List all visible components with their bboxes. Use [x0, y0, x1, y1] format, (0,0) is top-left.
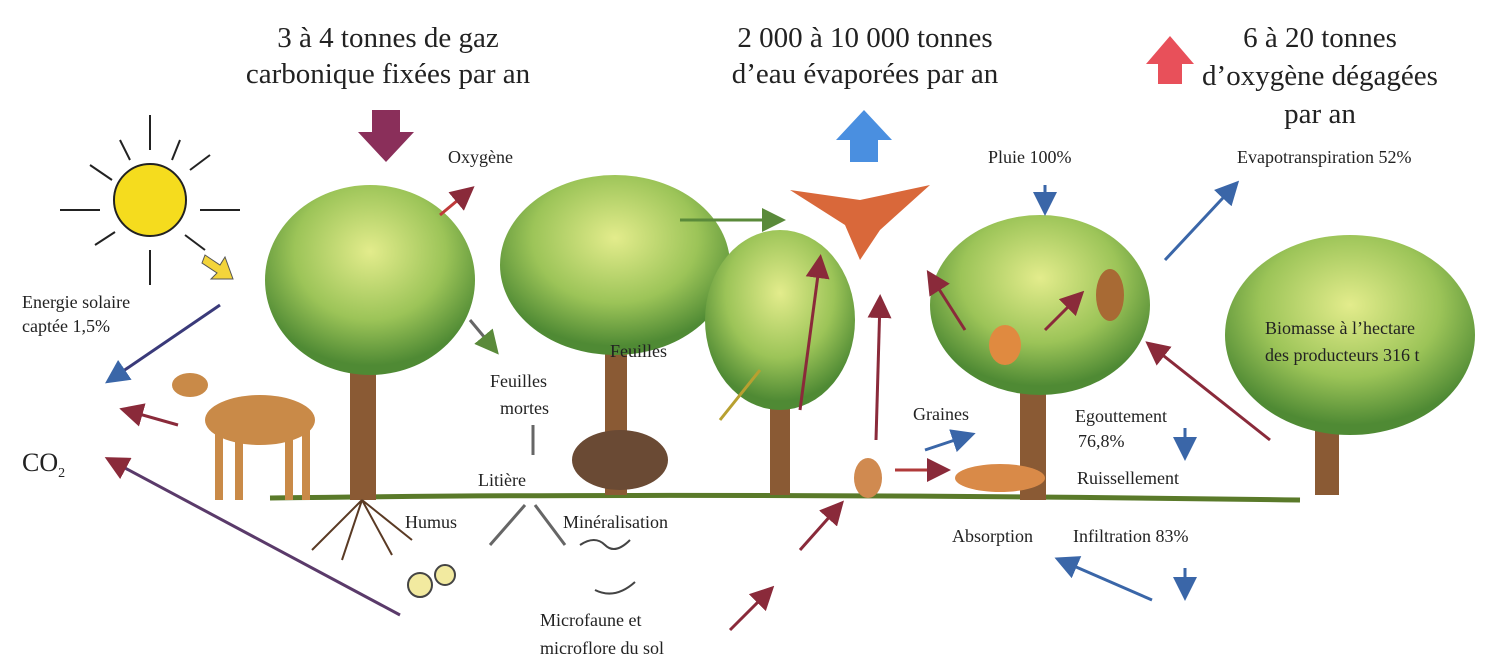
label-feuilles-mortes-2: mortes [500, 398, 549, 418]
label-co2: CO2 [22, 448, 65, 482]
label-microfaune-2: microflore du sol [540, 638, 664, 658]
tree-3 [705, 230, 855, 495]
food-chain-arrow-2 [867, 294, 892, 441]
oxygen-up-arrow-icon [1146, 36, 1194, 84]
co2-text: CO [22, 448, 59, 477]
carbon-down-arrow-icon [358, 110, 414, 162]
oxygen-arrow [439, 186, 475, 217]
tree-5 [1225, 235, 1475, 495]
label-graines: Graines [913, 404, 969, 424]
soil-organisms-icon [407, 539, 636, 598]
sun-icon [60, 115, 240, 285]
solar-energy-arrow [105, 303, 221, 384]
co2-soil-arrow [104, 457, 401, 617]
headline-oxygen-line2: d’oxygène dégagées [1202, 60, 1438, 92]
label-oxygene: Oxygène [448, 147, 513, 167]
boar-icon [572, 430, 668, 490]
insect-arrow [718, 369, 762, 421]
sunlight-arrow-icon [201, 254, 234, 280]
label-microfaune-1: Microfaune et [540, 610, 642, 630]
owl-icon [1096, 269, 1124, 321]
food-chain-arrow-3 [798, 500, 844, 551]
label-feuilles-mortes-1: Feuilles [490, 371, 547, 391]
leaf-fall-arrow [468, 319, 499, 355]
bird-of-prey-icon [790, 185, 930, 260]
label-pluie: Pluie 100% [988, 147, 1072, 167]
squirrel-to-bird-arrow [926, 269, 967, 331]
fox-icon [955, 464, 1045, 492]
rabbit-icon [854, 458, 882, 498]
headline-oxygen-line3: par an [1284, 98, 1356, 130]
label-mineralisation: Minéralisation [563, 512, 668, 532]
co2-subscript: 2 [58, 466, 66, 482]
headline-water-line1: 2 000 à 10 000 tonnes [737, 22, 993, 54]
humus-arrow [488, 504, 527, 546]
evapotranspiration-arrow [1163, 180, 1240, 262]
label-litiere: Litière [478, 470, 526, 490]
mineralisation-arrow [533, 504, 567, 546]
headline-carbon-line1: 3 à 4 tonnes de gaz [277, 22, 499, 54]
label-evapotranspiration: Evapotranspiration 52% [1237, 147, 1412, 167]
ground-line [269, 492, 1301, 503]
rodent-to-owl-arrow [1145, 341, 1271, 442]
label-feuilles: Feuilles [610, 341, 667, 361]
food-chain-arrow-4 [728, 585, 775, 632]
roots [311, 499, 413, 561]
squirrel-icon [989, 325, 1021, 365]
label-egouttement-2: 76,8% [1078, 431, 1125, 451]
label-egouttement-1: Egouttement [1075, 406, 1167, 426]
absorption-arrow [1054, 556, 1153, 602]
label-absorption: Absorption [952, 526, 1033, 546]
seeds-arrow [924, 429, 976, 453]
headline-oxygen-line1: 6 à 20 tonnes [1243, 22, 1397, 54]
tree-1 [265, 185, 475, 500]
squirrel-to-owl-arrow [1043, 290, 1085, 332]
label-energie-2: captée 1,5% [22, 316, 110, 336]
label-biomasse-2: des producteurs 316 t [1265, 345, 1420, 365]
headline-carbon-line2: carbonique fixées par an [245, 58, 531, 90]
co2-respiration-arrow [119, 403, 179, 427]
headline-water-line2: d’eau évaporées par an [731, 58, 999, 90]
food-chain-arrow-1 [798, 254, 830, 411]
label-humus: Humus [405, 512, 458, 532]
label-biomasse-1: Biomasse à l’hectare [1265, 318, 1415, 338]
label-infiltration: Infiltration 83% [1073, 526, 1189, 546]
label-ruissellement: Ruissellement [1077, 468, 1179, 488]
water-up-arrow-icon [836, 110, 892, 162]
tree-4 [930, 215, 1150, 500]
deer-icon [172, 373, 315, 500]
label-energie-1: Energie solaire [22, 292, 131, 312]
